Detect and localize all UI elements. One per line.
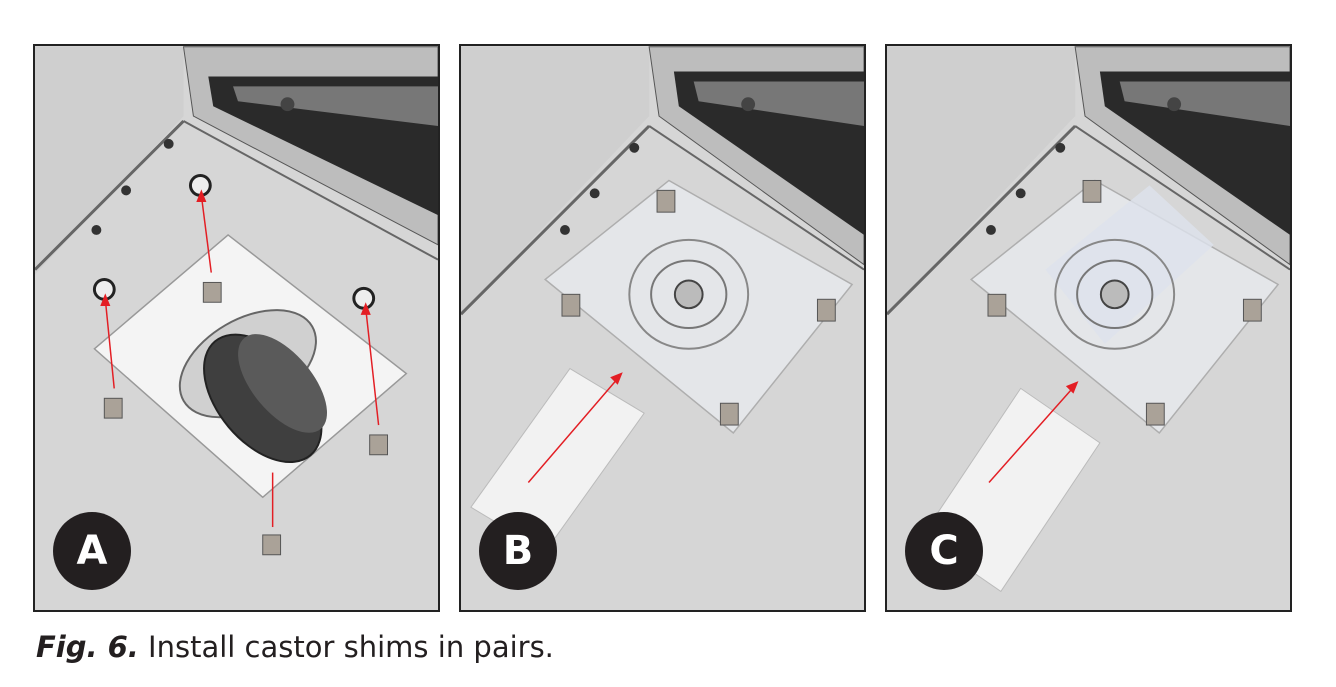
first-shim-illustration (461, 46, 864, 553)
panel-a-illustration: A (33, 44, 440, 612)
figure-caption-text: Install castor shims in pairs. (138, 630, 554, 664)
panel-label-a: A (53, 512, 131, 590)
panel-label-c: C (905, 512, 983, 590)
figure-number: Fig. 6. (36, 630, 139, 664)
figure-caption: Fig. 6. Install castor shims in pairs. (36, 630, 554, 664)
second-shim-illustration (887, 46, 1290, 593)
panel-b-illustration: B (459, 44, 866, 612)
panel-c-illustration: C (885, 44, 1292, 612)
panel-label-b: B (479, 512, 557, 590)
castor-removed-illustration (35, 46, 438, 556)
